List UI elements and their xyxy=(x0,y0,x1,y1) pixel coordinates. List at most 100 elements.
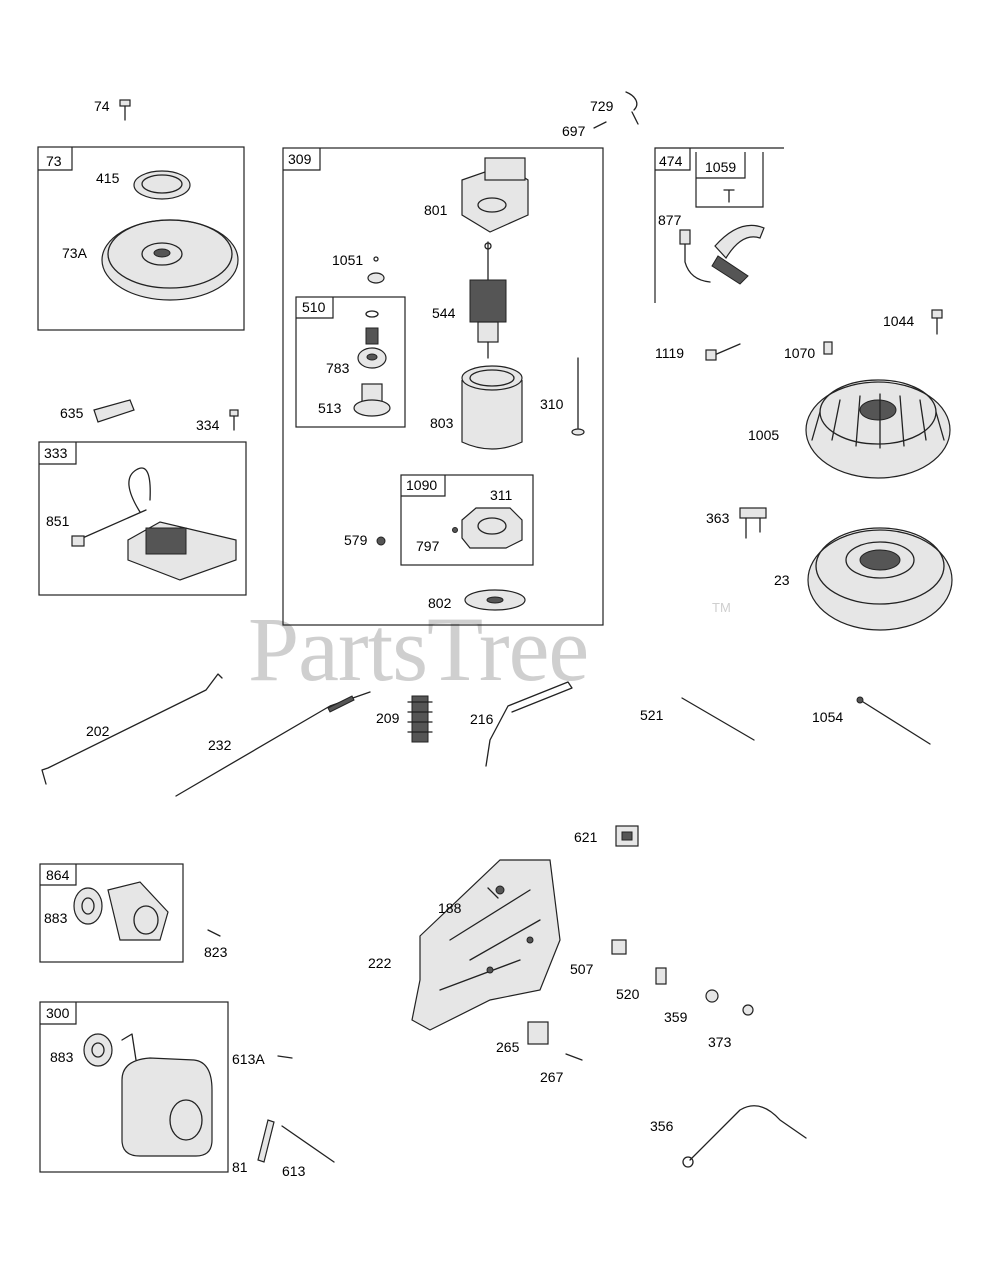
label-333: 333 xyxy=(44,445,68,461)
end-cap-801-icon[interactable] xyxy=(461,157,529,233)
label-783: 783 xyxy=(326,360,350,376)
label-613: 613 xyxy=(282,1163,306,1179)
label-232: 232 xyxy=(208,737,232,753)
label-311: 311 xyxy=(490,487,513,503)
key-1070-icon[interactable] xyxy=(823,341,833,355)
ignition-coil-851-icon[interactable] xyxy=(71,467,237,581)
label-23: 23 xyxy=(774,572,790,588)
flywheel-23-icon[interactable] xyxy=(807,527,953,631)
end-plate-802-icon[interactable] xyxy=(464,589,526,611)
label-864: 864 xyxy=(46,867,70,883)
screw-613A-icon[interactable] xyxy=(277,1055,293,1059)
label-883-exhaust: 883 xyxy=(50,1049,74,1065)
screw-334-icon[interactable] xyxy=(229,409,239,431)
rod-521-icon[interactable] xyxy=(681,697,755,741)
washer-359-icon[interactable] xyxy=(705,989,719,1003)
label-216: 216 xyxy=(470,711,494,727)
spring-209-icon[interactable] xyxy=(407,695,433,743)
bolt-613-icon[interactable] xyxy=(281,1125,335,1163)
cover-73A-icon[interactable] xyxy=(101,219,239,301)
housing-803-icon[interactable] xyxy=(461,365,523,450)
nut-579-icon[interactable] xyxy=(376,536,386,546)
label-802: 802 xyxy=(428,595,452,611)
label-801: 801 xyxy=(424,202,448,218)
watermark-trademark: TM xyxy=(712,600,731,615)
switch-507-icon[interactable] xyxy=(611,939,627,955)
label-415: 415 xyxy=(96,170,120,186)
clip-520-icon[interactable] xyxy=(655,967,667,985)
screw-797-icon[interactable] xyxy=(452,527,458,533)
group-333[interactable] xyxy=(38,441,247,596)
terminal-363-icon[interactable] xyxy=(739,507,767,539)
armature-544-icon[interactable] xyxy=(469,241,507,359)
spring-232-icon xyxy=(327,695,355,713)
bolt-1044-icon[interactable] xyxy=(931,309,943,335)
label-877: 877 xyxy=(658,212,682,228)
gasket-883b-icon[interactable] xyxy=(83,1033,113,1067)
bracket-222-icon[interactable] xyxy=(411,859,561,1031)
screw-1059-icon[interactable] xyxy=(723,189,735,203)
group-510[interactable] xyxy=(295,296,406,428)
watermark-text: PartsTree xyxy=(248,598,588,700)
lock-81-icon[interactable] xyxy=(257,1119,275,1163)
label-265: 265 xyxy=(496,1039,520,1055)
screw-267-icon[interactable] xyxy=(565,1053,583,1061)
washer-1051-icon[interactable] xyxy=(367,256,385,284)
group-309[interactable] xyxy=(282,147,604,626)
label-81: 81 xyxy=(232,1159,248,1175)
label-729: 729 xyxy=(590,98,614,114)
group-73[interactable] xyxy=(37,146,245,331)
bracket-265-icon[interactable] xyxy=(527,1021,549,1045)
screw-823-icon[interactable] xyxy=(207,929,221,937)
group-864[interactable] xyxy=(39,863,184,963)
brush-holder-311-icon[interactable] xyxy=(461,507,523,549)
gasket-883-icon[interactable] xyxy=(73,887,103,925)
wire-356-icon[interactable] xyxy=(689,1105,807,1161)
label-309: 309 xyxy=(288,151,312,167)
rod-202-icon[interactable] xyxy=(41,673,223,785)
label-544: 544 xyxy=(432,305,456,321)
label-267: 267 xyxy=(540,1069,564,1085)
label-613A: 613A xyxy=(232,1051,265,1067)
gear-783-icon[interactable] xyxy=(357,347,387,369)
label-73A: 73A xyxy=(62,245,88,261)
label-73: 73 xyxy=(46,153,62,169)
label-521: 521 xyxy=(640,707,664,723)
seal-415-icon[interactable] xyxy=(133,170,191,200)
bolt-74-icon[interactable] xyxy=(119,99,131,121)
label-1090: 1090 xyxy=(406,477,437,493)
drive-513-icon[interactable] xyxy=(353,383,391,417)
bolt-1119-icon[interactable] xyxy=(705,343,741,361)
label-520: 520 xyxy=(616,986,640,1002)
clip-729-icon[interactable] xyxy=(625,91,639,125)
group-300[interactable] xyxy=(39,1001,229,1173)
pinion-kit-510-icon[interactable] xyxy=(365,310,379,345)
group-1090[interactable] xyxy=(400,474,534,566)
label-74: 74 xyxy=(94,98,110,114)
wire-end-356-icon xyxy=(682,1156,694,1168)
rod-232-icon[interactable] xyxy=(175,691,371,797)
nut-373-icon[interactable] xyxy=(742,1004,754,1016)
label-883-intake: 883 xyxy=(44,910,68,926)
label-334: 334 xyxy=(196,417,220,433)
screw-188-icon[interactable] xyxy=(487,887,499,899)
screw-697-icon[interactable] xyxy=(593,121,607,129)
pin-635-icon[interactable] xyxy=(93,399,135,423)
label-823: 823 xyxy=(204,944,228,960)
tie-1054-icon[interactable] xyxy=(859,699,931,745)
elbow-864-icon[interactable] xyxy=(107,881,169,941)
label-797: 797 xyxy=(416,538,440,554)
switch-621-icon[interactable] xyxy=(615,825,639,847)
fan-1005-icon[interactable] xyxy=(805,379,951,479)
label-373: 373 xyxy=(708,1034,732,1050)
muffler-300-icon[interactable] xyxy=(121,1033,213,1157)
label-474: 474 xyxy=(659,153,683,169)
link-216-icon[interactable] xyxy=(485,681,573,767)
harness-877-icon[interactable] xyxy=(679,224,765,285)
group-1059[interactable] xyxy=(695,152,764,208)
group-474[interactable] xyxy=(654,147,784,303)
tie-head-1054-icon xyxy=(856,696,864,704)
label-222: 222 xyxy=(368,955,392,971)
label-851: 851 xyxy=(46,513,70,529)
bolt-310-icon[interactable] xyxy=(571,357,585,436)
